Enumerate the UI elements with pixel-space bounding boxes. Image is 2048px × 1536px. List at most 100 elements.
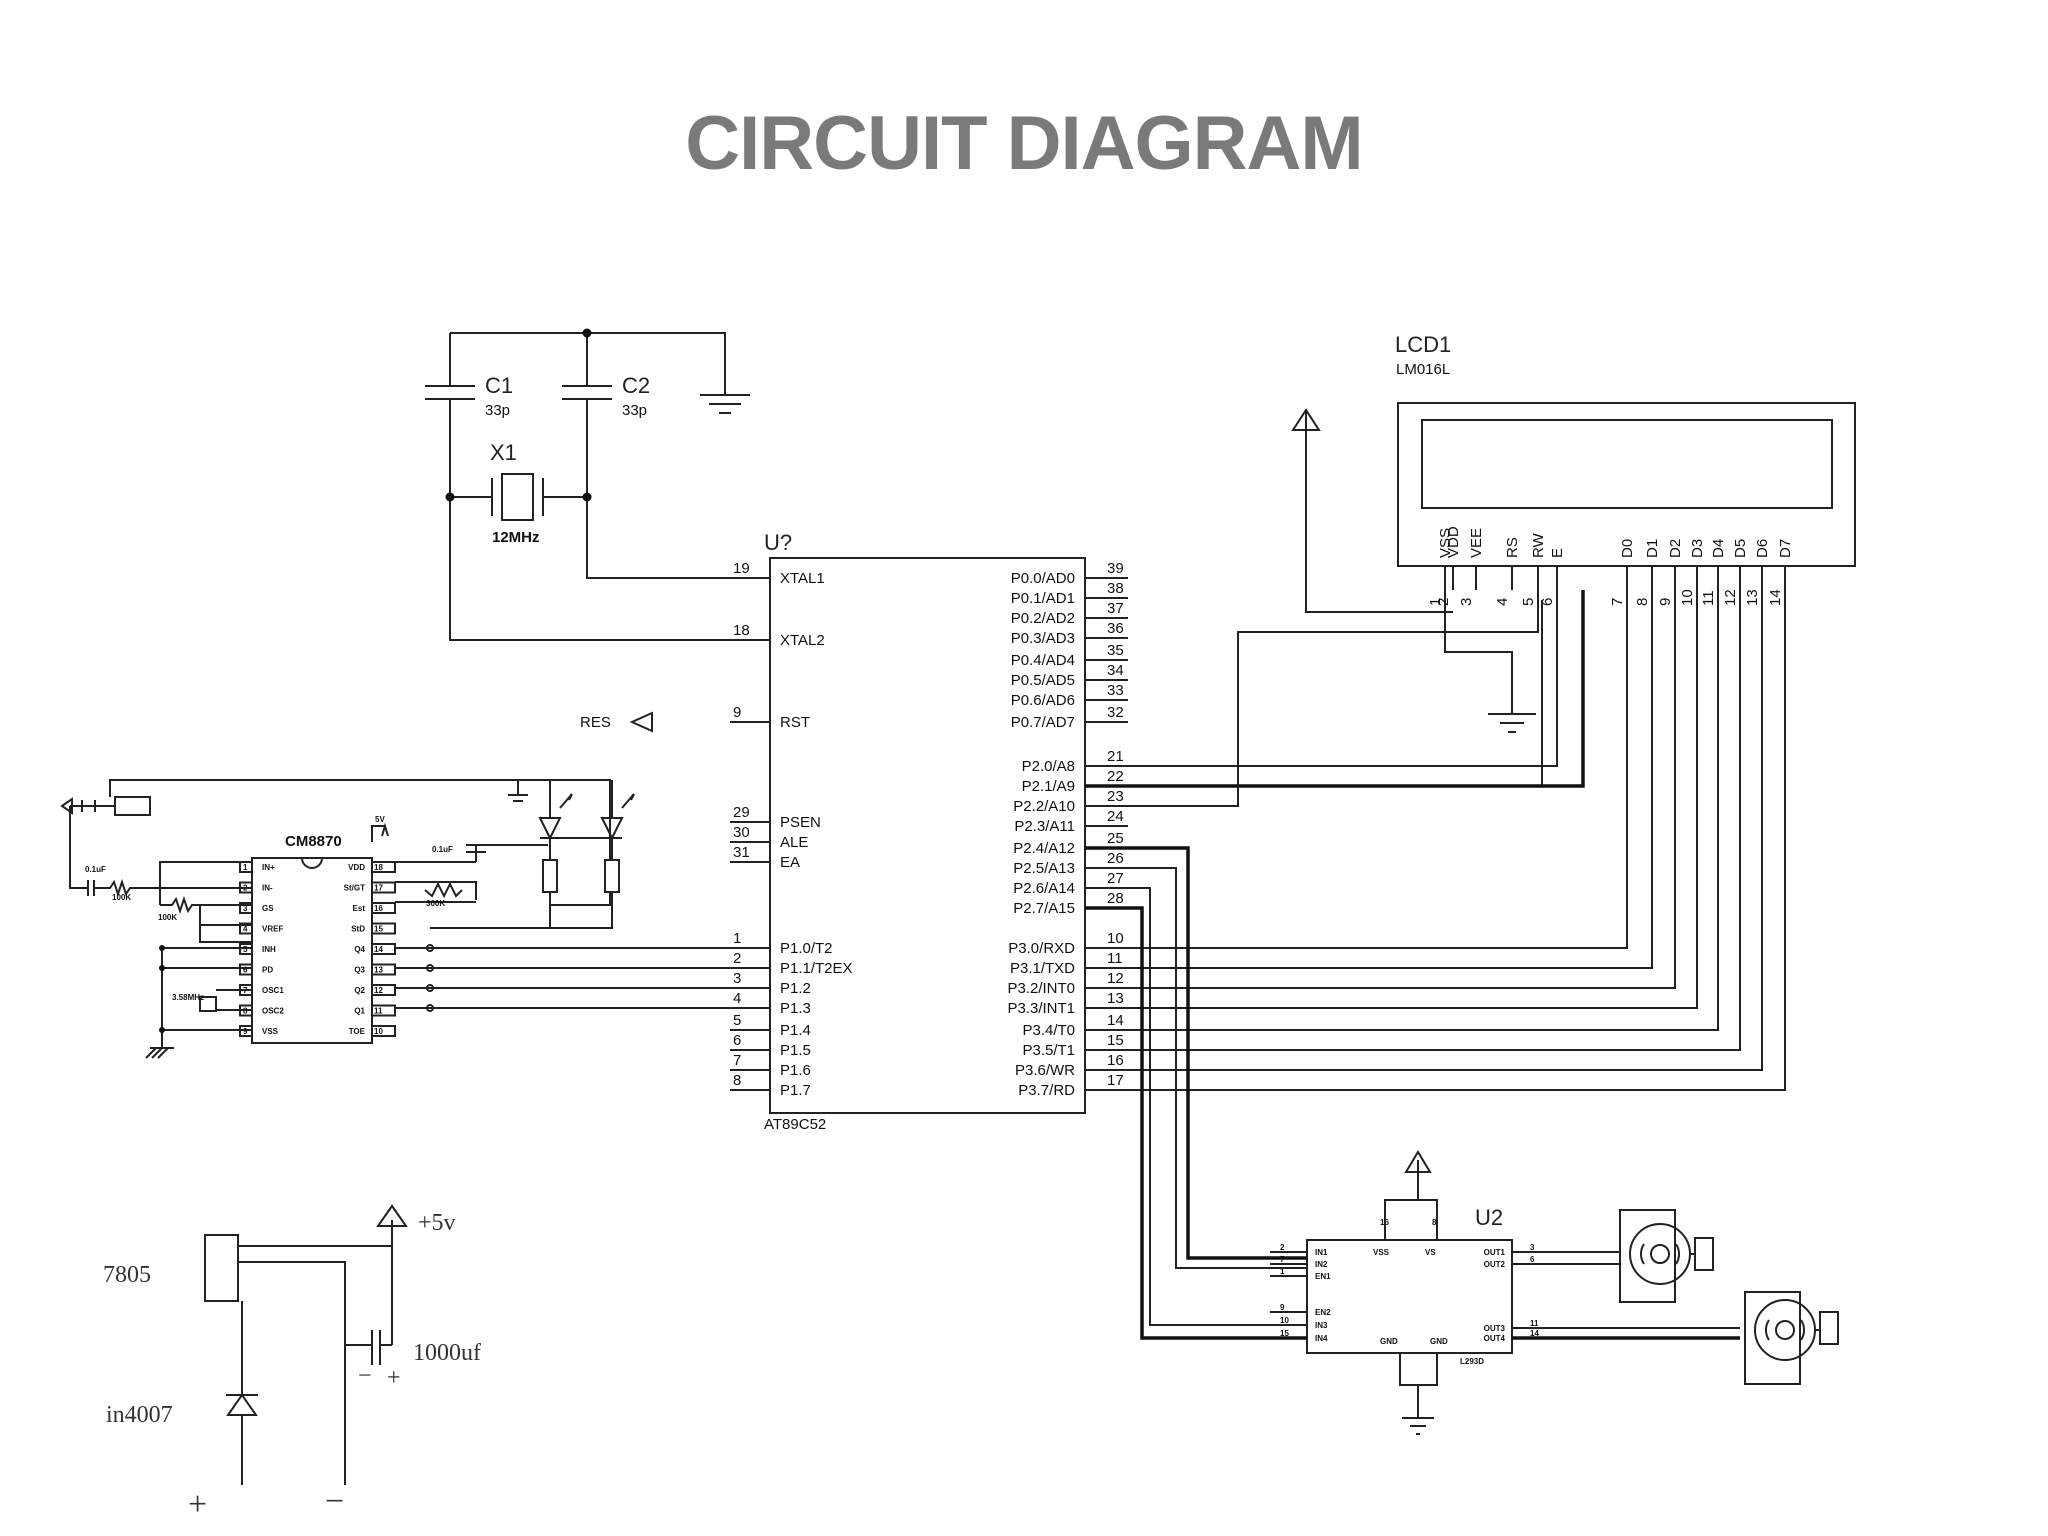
dtmf-pin-box xyxy=(371,902,396,914)
lcd-pin-number: 8 xyxy=(1634,598,1651,606)
dtmf-pin-box xyxy=(371,881,396,894)
mcu-pin-number: 39 xyxy=(1107,560,1124,577)
dtmf-pin-number: 3 xyxy=(243,904,248,913)
mcu-pin-name: P1.7 xyxy=(780,1082,811,1099)
mcu-pin-name: P1.6 xyxy=(780,1062,811,1079)
dtmf-pin-box xyxy=(371,984,396,996)
dtmf-pin-number: 4 xyxy=(243,925,248,934)
mcu-pin-number: 21 xyxy=(1107,748,1124,765)
mcu-pin-name: P3.3/INT1 xyxy=(1007,1000,1075,1017)
mcu-pin-name: P3.6/WR xyxy=(1015,1062,1075,1079)
lcd-pin-number: 6 xyxy=(1539,598,1556,606)
driver-pin-name: GND xyxy=(1380,1337,1398,1346)
lcd-part: LM016L xyxy=(1396,361,1450,378)
dtmf-cap1: 0.1uF xyxy=(85,865,106,874)
lcd-pin-name: VSS xyxy=(1437,528,1454,558)
diode-label: in4007 xyxy=(106,1402,173,1428)
mcu-pin-number: 32 xyxy=(1107,704,1124,721)
mcu-pin-name: XTAL2 xyxy=(780,632,825,649)
dtmf-pin-name: PD xyxy=(262,966,273,975)
mcu-pin-number: 35 xyxy=(1107,642,1124,659)
mcu-pin-number: 8 xyxy=(733,1072,741,1089)
dtmf-pin-name: IN+ xyxy=(262,863,275,872)
lcd-pin-number: 10 xyxy=(1679,589,1696,606)
dtmf-pin-number: 15 xyxy=(374,925,383,934)
mcu-pin-name: P2.3/A11 xyxy=(1014,818,1075,835)
dtmf-pin-number: 5 xyxy=(243,945,248,954)
dtmf-pin-name: Est xyxy=(353,904,366,913)
dtmf-vcc: 5V xyxy=(375,815,385,824)
dtmf-pin-box xyxy=(371,963,396,976)
mcu-pin-number: 12 xyxy=(1107,970,1124,987)
lcd-pin-name: D4 xyxy=(1710,539,1727,558)
dtmf-pin-box xyxy=(239,902,253,914)
lcd-pin-number: 4 xyxy=(1494,598,1511,606)
c2-label: C2 xyxy=(622,373,650,398)
lcd-pin-name: E xyxy=(1549,548,1566,558)
driver-pin-number: 10 xyxy=(1280,1316,1289,1325)
driver-pin-name: EN2 xyxy=(1315,1308,1331,1317)
mcu-pin-number: 13 xyxy=(1107,990,1124,1007)
mcu-pin-number: 9 xyxy=(733,704,741,721)
lcd-module: LCD1 LM016L VSS1VDD2VEE3RS4RW5E6D07D18D2… xyxy=(1291,332,1856,733)
dtmf-pin-number: 18 xyxy=(374,863,383,872)
mcu-pin-name: P2.5/A13 xyxy=(1013,860,1075,877)
mcu-pin-name: EA xyxy=(780,854,800,871)
dtmf-pin-number: 1 xyxy=(243,863,248,872)
driver-pin-number: 11 xyxy=(1530,1319,1539,1328)
x1-label: X1 xyxy=(490,440,517,465)
lcd-pin-name: D2 xyxy=(1667,539,1684,558)
input-plus-label: + xyxy=(188,1486,207,1523)
lcd-pin-number: 11 xyxy=(1700,590,1717,606)
dtmf-pin-box xyxy=(239,922,253,935)
dtmf-part: CM8870 xyxy=(285,833,342,850)
mcu-pin-name: P3.0/RXD xyxy=(1008,940,1075,957)
lcd-pin-number: 2 xyxy=(1435,598,1452,606)
driver-pin-name: VS xyxy=(1425,1248,1436,1257)
mcu-pin-number: 16 xyxy=(1107,1052,1124,1069)
driver-pin-name: IN2 xyxy=(1315,1260,1328,1269)
mcu-pin-name: P1.2 xyxy=(780,980,811,997)
mcu-pin-number: 11 xyxy=(1107,950,1123,967)
dtmf-pin-box xyxy=(239,963,253,976)
mcu-pin-number: 26 xyxy=(1107,850,1124,867)
crystal-oscillator: C1 33p C2 33p X1 12MHz xyxy=(425,328,770,641)
dtmf-pin-name: GS xyxy=(262,904,274,913)
mcu-pin-name: P2.4/A12 xyxy=(1013,840,1075,857)
dtmf-pin-name: VSS xyxy=(262,1027,279,1036)
driver-ref: U2 xyxy=(1475,1205,1503,1230)
mcu-pin-number: 27 xyxy=(1107,870,1124,887)
dtmf-pin-number: 14 xyxy=(374,945,383,954)
mcu-pin-name: P1.0/T2 xyxy=(780,940,833,957)
dtmf-pin-number: 11 xyxy=(374,1007,383,1016)
dtmf-pin-name: VREF xyxy=(262,925,283,934)
c1-value: 33p xyxy=(485,402,510,419)
driver-pin-number: 6 xyxy=(1530,1255,1535,1264)
lcd-pin-name: D6 xyxy=(1754,539,1771,558)
dtmf-pin-number: 9 xyxy=(243,1027,248,1036)
dtmf-pin-number: 13 xyxy=(374,966,383,975)
mcu-pin-name: P3.1/TXD xyxy=(1010,960,1075,977)
lcd-pin-name: D1 xyxy=(1644,539,1661,558)
mcu-left-pins: 19XTAL118XTAL29RST29PSEN30ALE31EA1P1.0/T… xyxy=(730,560,853,1099)
mcu-pin-number: 10 xyxy=(1107,930,1124,947)
mcu-pin-name: P0.1/AD1 xyxy=(1011,590,1075,607)
dtmf-pin-name: Q2 xyxy=(354,986,365,995)
lcd-pin-number: 3 xyxy=(1458,598,1475,606)
supply-out-label: +5v xyxy=(418,1210,456,1236)
lcd-pins: VSS1VDD2VEE3RS4RW5E6D07D18D29D310D411D51… xyxy=(1427,526,1794,606)
mcu-pin-number: 3 xyxy=(733,970,741,987)
driver-pin-name: VSS xyxy=(1373,1248,1390,1257)
lcd-pin-number: 9 xyxy=(1657,598,1674,606)
mcu-pin-name: P3.7/RD xyxy=(1018,1082,1075,1099)
driver-pin-number: 9 xyxy=(1280,1303,1285,1312)
motor-driver-l293d: U2 L293D 2IN17IN21EN19EN210IN315IN4OUT13… xyxy=(1085,846,1839,1435)
mcu-pin-number: 23 xyxy=(1107,788,1124,805)
mcu-pin-name: P2.0/A8 xyxy=(1022,758,1075,775)
mcu-pin-number: 7 xyxy=(733,1052,741,1069)
driver-pin-number: 3 xyxy=(1530,1243,1535,1252)
lcd-pin-number: 1 xyxy=(1427,598,1444,606)
mcu-pin-name: P1.3 xyxy=(780,1000,811,1017)
mcu-pin-name: P0.4/AD4 xyxy=(1011,652,1075,669)
